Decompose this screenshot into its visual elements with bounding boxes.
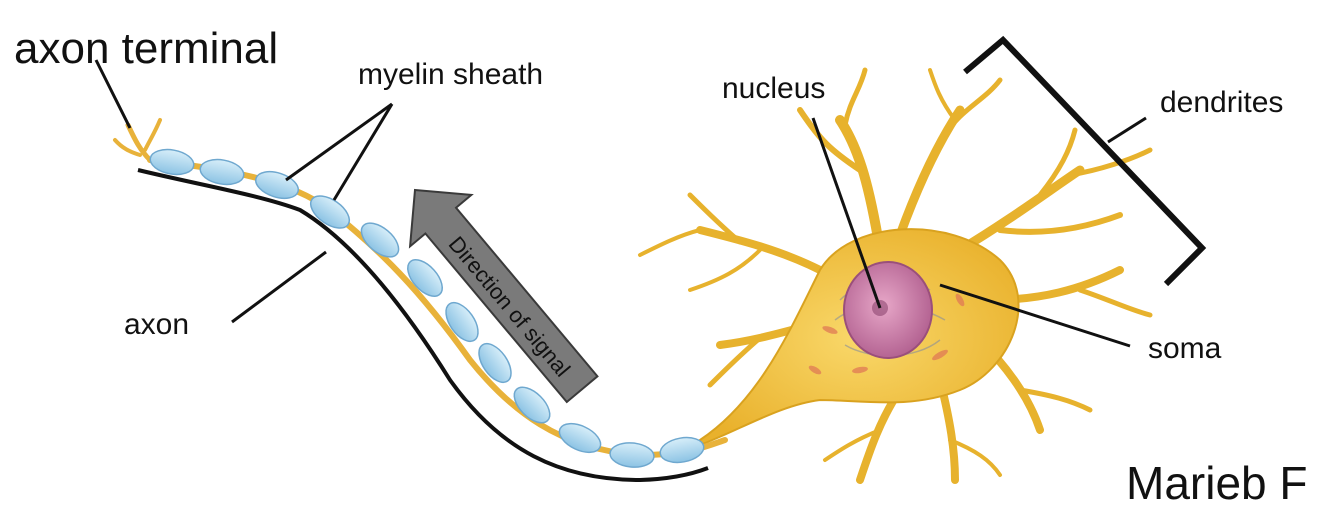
- terminal-leader: [94, 59, 132, 129]
- label-axon: axon: [124, 308, 190, 341]
- label-nucleus: nucleus: [722, 72, 826, 105]
- axon-outline: [137, 168, 709, 483]
- myelin-leader-1: [285, 102, 393, 182]
- credit-label: Marieb F: [1126, 457, 1308, 509]
- nucleus-leader: [811, 117, 882, 309]
- axon-leader: [231, 250, 327, 324]
- label-dendrites: dendrites: [1160, 86, 1284, 119]
- label-axon-terminal: axon terminal: [14, 24, 279, 73]
- dendrites-leader: [1107, 116, 1147, 144]
- myelin-leader-2: [332, 103, 394, 201]
- myelin-segments: [149, 148, 705, 468]
- organelles: [808, 293, 965, 375]
- soma-leader: [939, 283, 1131, 348]
- dendrites-bracket: [963, 35, 1207, 287]
- label-myelin-sheath: myelin sheath: [358, 58, 544, 91]
- leader-lines: [94, 59, 1147, 348]
- nucleus: [843, 261, 933, 359]
- label-soma: soma: [1148, 332, 1222, 365]
